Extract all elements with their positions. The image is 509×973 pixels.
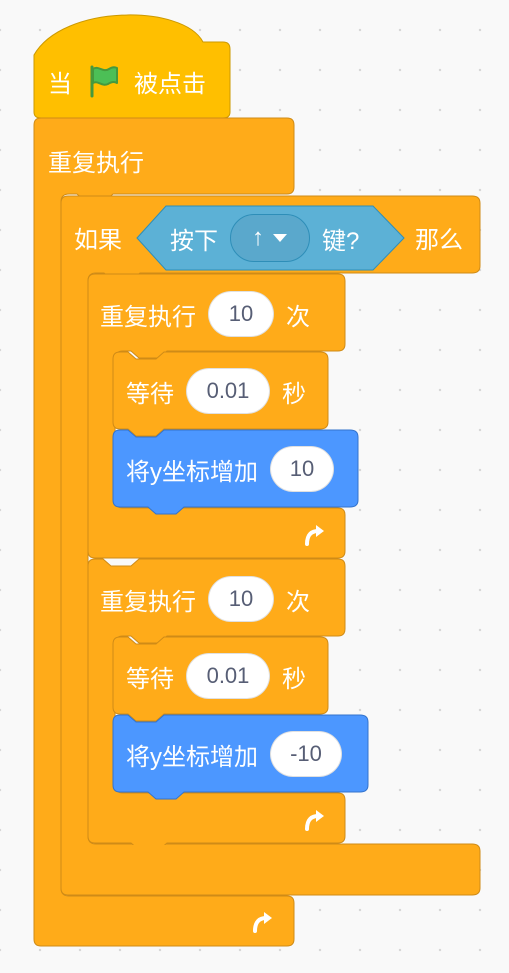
repeat-count-input[interactable]: 10 xyxy=(208,291,274,337)
loop-arrow-icon xyxy=(305,525,324,546)
forever-label: 重复执行 xyxy=(48,149,144,177)
times-label: 次 xyxy=(286,303,310,331)
change-y-down-block[interactable]: 将y坐标增加 -10 xyxy=(126,729,354,779)
repeat-up-block[interactable]: 重复执行 10 次 xyxy=(100,289,310,339)
times-label: 次 xyxy=(286,588,310,616)
key-pressed-block[interactable]: 按下 ↑ 键? xyxy=(170,210,359,266)
change-y-up-block[interactable]: 将y坐标增加 10 xyxy=(126,444,346,494)
key-label: 键? xyxy=(322,227,360,255)
loop-arrow-icon xyxy=(253,912,272,933)
change-y-input[interactable]: -10 xyxy=(270,731,342,777)
when-flag-clicked-block[interactable]: 当 被点击 xyxy=(34,42,230,120)
press-label: 按下 xyxy=(170,227,218,255)
repeat-down-block[interactable]: 重复执行 10 次 xyxy=(100,574,310,624)
seconds-label: 秒 xyxy=(282,665,306,693)
change-y-label: 将y坐标增加 xyxy=(126,743,258,771)
chevron-down-icon xyxy=(273,234,287,242)
then-label: 那么 xyxy=(415,226,463,254)
wait-label: 等待 xyxy=(126,380,174,408)
hat-clicked-label: 被点击 xyxy=(134,70,206,98)
if-label: 如果 xyxy=(74,226,122,254)
repeat-label: 重复执行 xyxy=(100,303,196,331)
loop-arrow-icon xyxy=(305,810,324,831)
wait-up-block[interactable]: 等待 0.01 秒 xyxy=(126,366,306,416)
repeat-label: 重复执行 xyxy=(100,588,196,616)
change-y-input[interactable]: 10 xyxy=(270,446,334,492)
key-value: ↑ xyxy=(252,224,264,251)
change-y-label: 将y坐标增加 xyxy=(126,458,258,486)
repeat-count-input[interactable]: 10 xyxy=(208,576,274,622)
key-dropdown[interactable]: ↑ xyxy=(230,214,310,262)
hat-when-label: 当 xyxy=(48,70,72,98)
green-flag-icon[interactable] xyxy=(86,64,120,98)
seconds-label: 秒 xyxy=(282,380,306,408)
wait-down-block[interactable]: 等待 0.01 秒 xyxy=(126,651,306,701)
wait-label: 等待 xyxy=(126,665,174,693)
wait-seconds-input[interactable]: 0.01 xyxy=(186,653,270,699)
wait-seconds-input[interactable]: 0.01 xyxy=(186,368,270,414)
